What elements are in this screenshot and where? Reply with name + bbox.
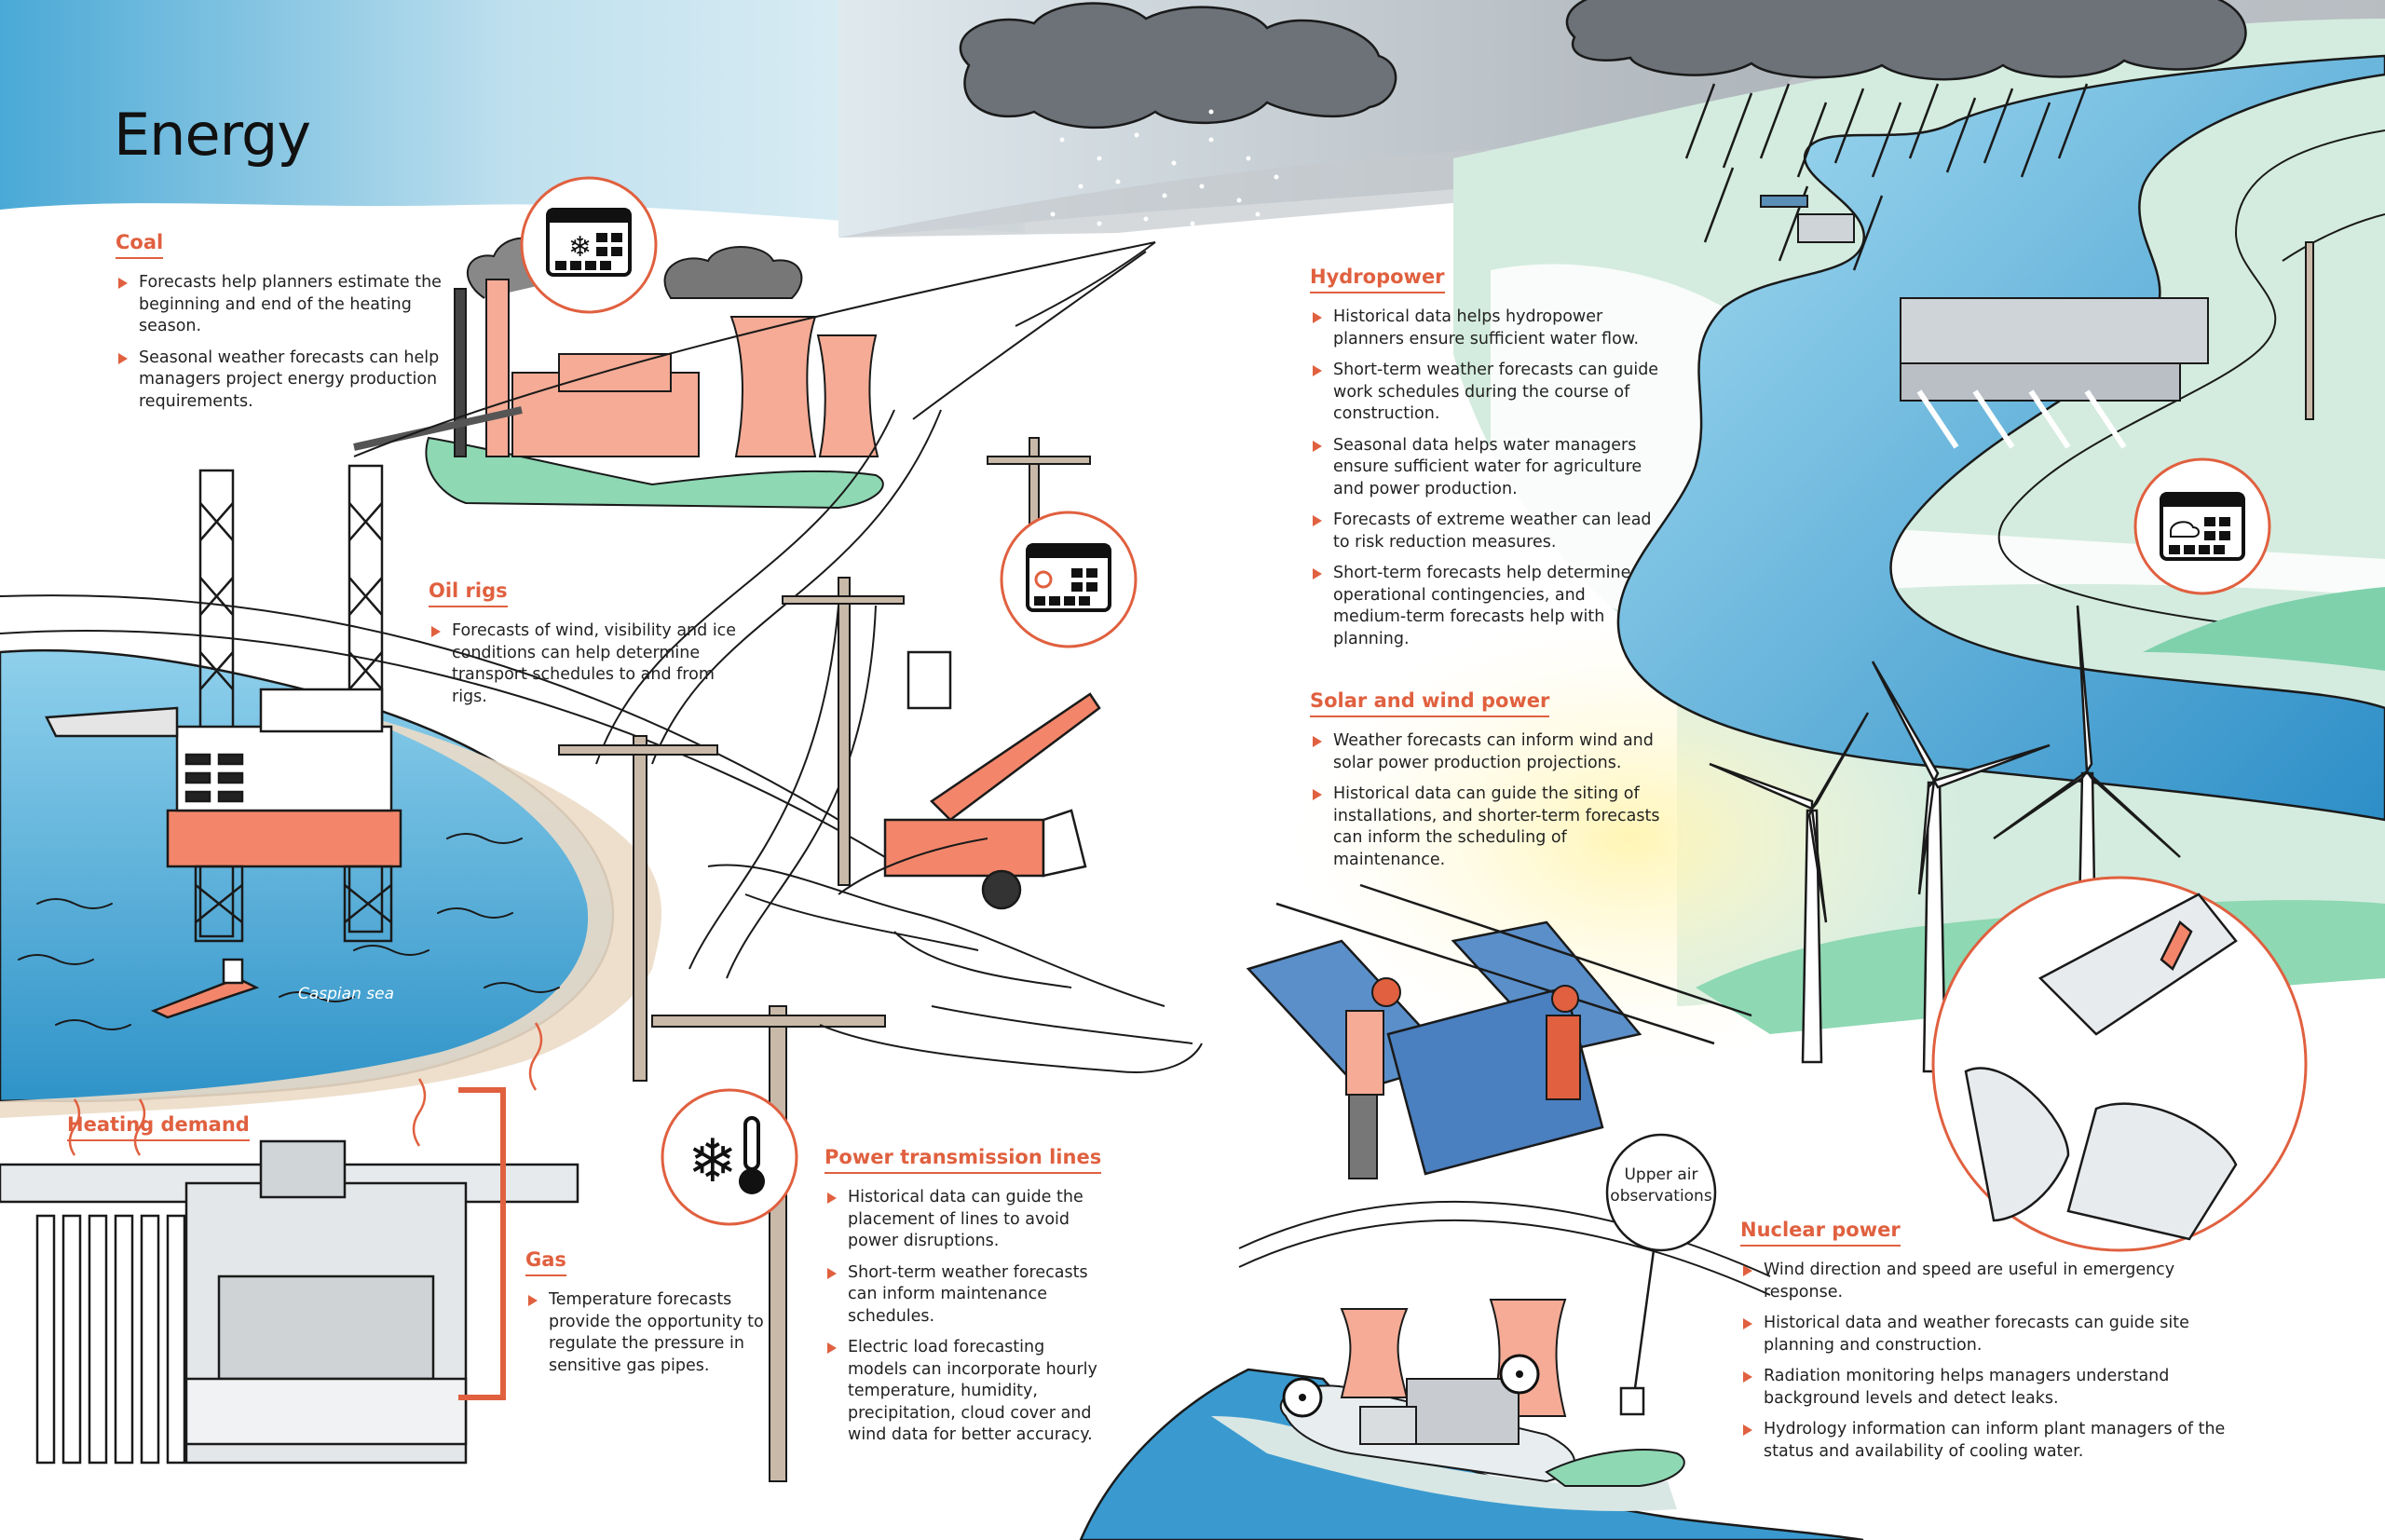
oil-rig [45, 464, 402, 943]
nuclear-section: Nuclear power Wind direction and speed a… [1740, 1219, 2248, 1472]
hydro-dam [1760, 195, 2209, 449]
power-lines-heading: Power transmission lines [825, 1146, 1102, 1174]
coal-item: Seasonal weather forecasts can help mana… [116, 348, 442, 414]
gas-item: Temperature forecasts provide the opport… [525, 1289, 772, 1377]
weather-balloon [1605, 1133, 1717, 1416]
solar-wind-item: Historical data can guide the siting of … [1310, 784, 1673, 871]
solar-workers [1345, 977, 1581, 1179]
hydropower-item: Historical data helps hydropower planner… [1310, 307, 1659, 350]
hydropower-section: Hydropower Historical data helps hydropo… [1310, 266, 1659, 660]
solar-wind-section: Solar and wind power Weather forecasts c… [1310, 689, 1673, 880]
calendar-sun-cloud-icon [1000, 511, 1138, 648]
solar-wind-heading: Solar and wind power [1310, 689, 1550, 717]
snowflake-thermometer-icon: ❄ [661, 1088, 798, 1226]
nuclear-item: Radiation monitoring helps managers unde… [1740, 1366, 2248, 1410]
utility-poles [558, 241, 2314, 1482]
bucket-truck [883, 650, 1101, 910]
hydropower-item: Short-term weather forecasts can guide w… [1310, 360, 1659, 426]
nuclear-item: Wind direction and speed are useful in e… [1740, 1260, 2248, 1303]
kitchen-heating [0, 1022, 579, 1465]
svg-text:❄: ❄ [688, 1127, 738, 1196]
coal-item: Forecasts help planners estimate the beg… [116, 272, 442, 338]
nuclear-item: Historical data and weather forecasts ca… [1740, 1313, 2248, 1356]
fallen-tree [707, 838, 1203, 1073]
sky-left [0, 0, 1025, 233]
boat [150, 958, 260, 1019]
caspian-sea-label: Caspian sea [298, 985, 394, 1003]
svg-text:❄: ❄ [568, 231, 592, 264]
calendar-rain-icon [2133, 457, 2271, 595]
nuclear-item: Hydrology information can inform plant m… [1740, 1419, 2248, 1463]
oil-rigs-section: Oil rigs Forecasts of wind, visibility a… [429, 579, 755, 717]
wind-turbines [1709, 605, 2181, 1073]
rain-lines [1684, 83, 2089, 271]
storm-cloud-left [959, 2, 1397, 129]
heating-section: Heating demand [67, 1113, 291, 1154]
oil-rigs-item: Forecasts of wind, visibility and ice co… [429, 620, 755, 708]
coal-heading: Coal [116, 231, 164, 259]
coal-section: Coal Forecasts help planners estimate th… [116, 231, 442, 422]
calendar-snowflake-icon: ❄ [520, 176, 658, 314]
storm-cloud-right [1565, 0, 2247, 81]
hydropower-item: Forecasts of extreme weather can lead to… [1310, 510, 1659, 553]
power-lines-item: Electric load forecasting models can inc… [825, 1337, 1109, 1447]
power-lines-item: Short-term weather forecasts can inform … [825, 1262, 1109, 1329]
gas-heading: Gas [525, 1248, 566, 1276]
heating-heading: Heating demand [67, 1113, 250, 1141]
power-lines-section: Power transmission lines Historical data… [825, 1146, 1109, 1456]
balloon-label: Upper air observations [1610, 1165, 1712, 1206]
page-title: Energy [114, 101, 311, 169]
snow-dots [1050, 109, 1279, 226]
solar-wind-item: Weather forecasts can inform wind and so… [1310, 730, 1673, 774]
gas-section: Gas Temperature forecasts provide the op… [525, 1248, 772, 1386]
hydropower-heading: Hydropower [1310, 266, 1445, 293]
radiation-icon [1282, 1354, 1540, 1418]
nuclear-heading: Nuclear power [1740, 1219, 1901, 1247]
hydropower-item: Short-term forecasts help determine oper… [1310, 563, 1659, 650]
oil-rigs-heading: Oil rigs [429, 579, 508, 607]
hydropower-item: Seasonal data helps water managers ensur… [1310, 435, 1659, 501]
power-lines-item: Historical data can guide the placement … [825, 1187, 1109, 1253]
